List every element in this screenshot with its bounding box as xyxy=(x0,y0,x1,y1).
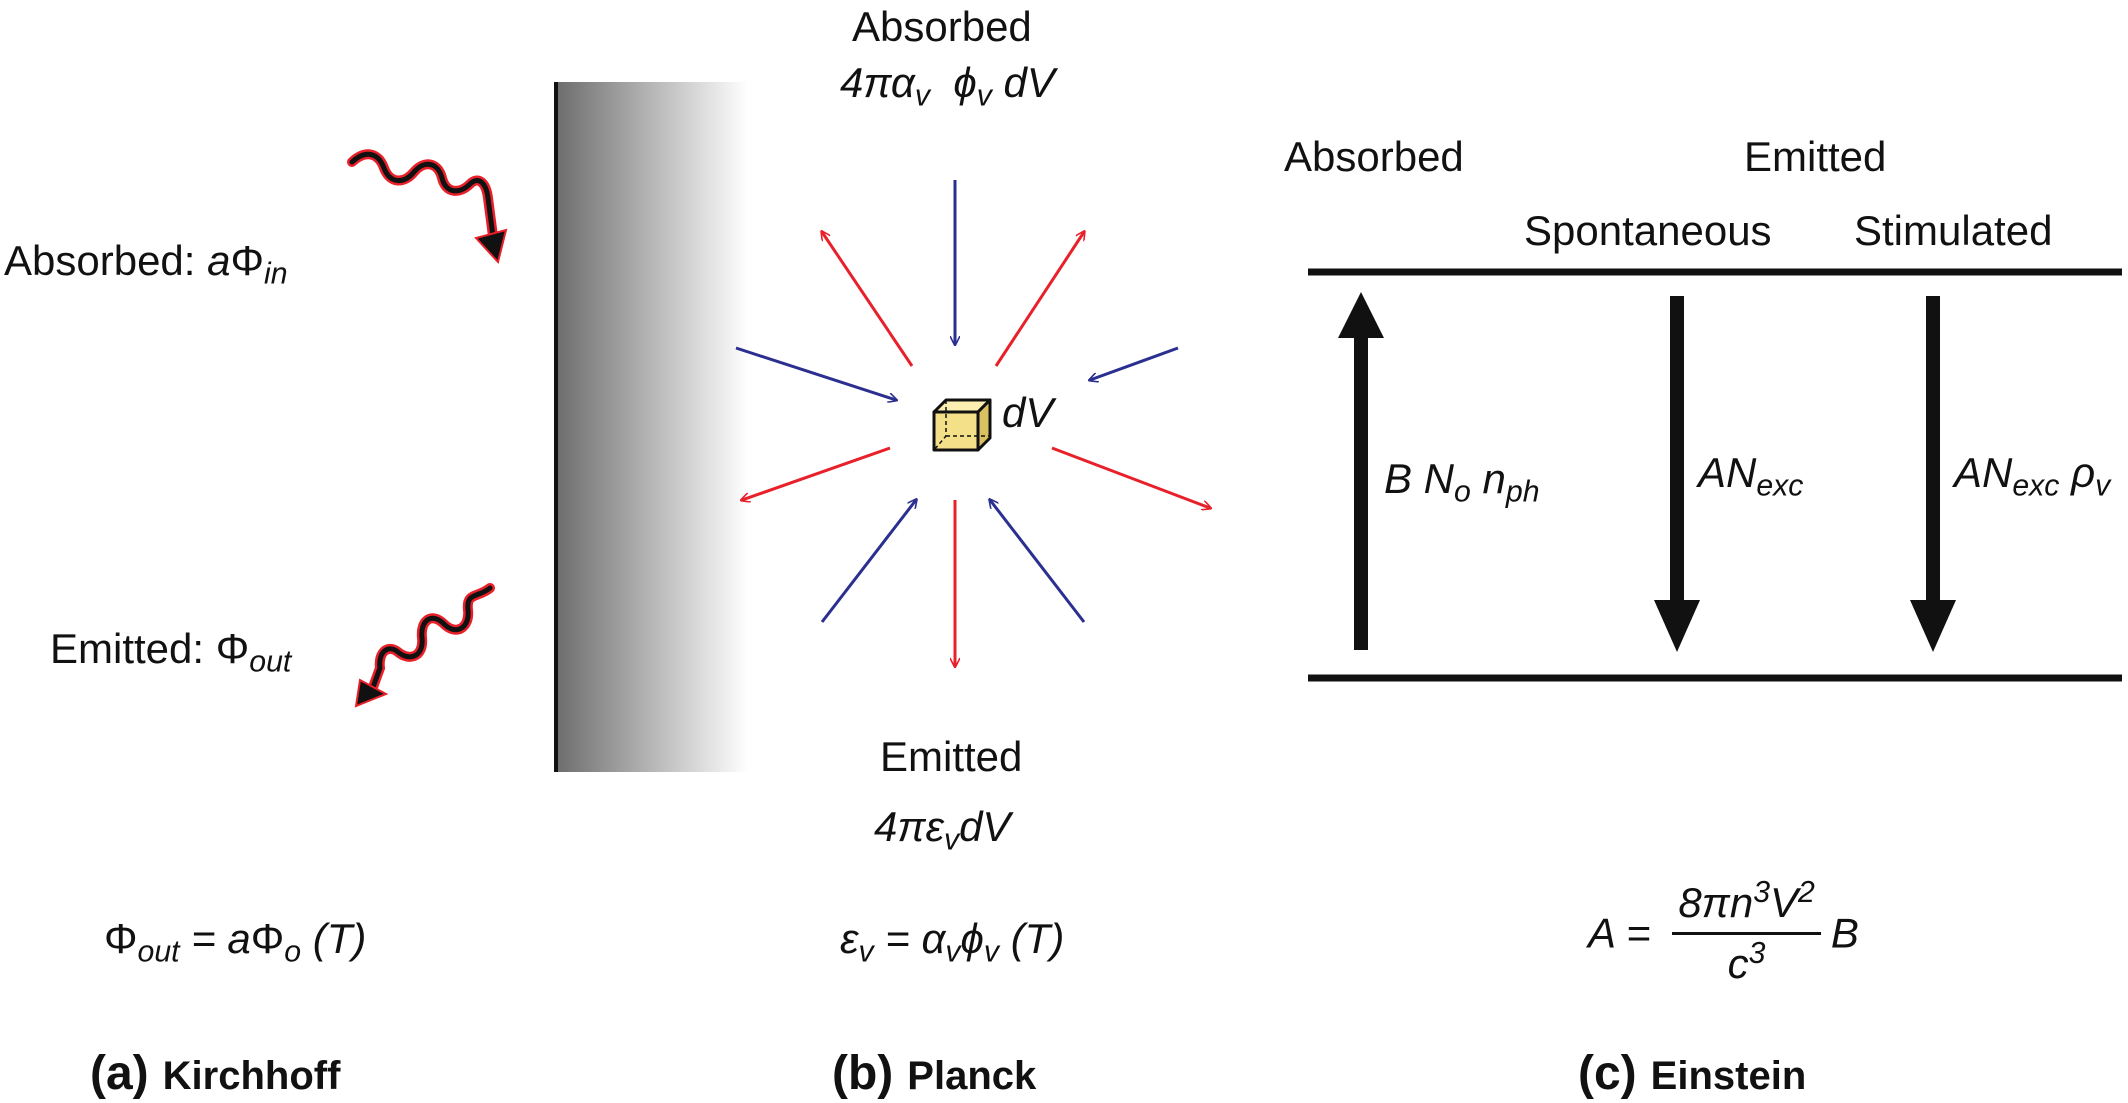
stimulated-rate-label: ANexc ρv xyxy=(1954,449,2111,503)
einstein-stimulated-label: Stimulated xyxy=(1854,207,2053,254)
einstein-caption: (c)Einstein xyxy=(1578,1047,1807,1100)
planck-equation: εv = αvϕv (T) xyxy=(840,915,1065,969)
incoming-photon-icon xyxy=(347,149,508,265)
planck-emitted-expression: 4πεvdV xyxy=(874,803,1011,857)
kirchhoff-equation: Φout = aΦo (T) xyxy=(104,915,367,969)
emitted-arrow xyxy=(742,446,891,500)
absorbed-arrow xyxy=(1090,346,1179,380)
spontaneous-rate-label: ANexc xyxy=(1698,449,1804,503)
outgoing-photon-icon xyxy=(354,583,495,708)
einstein-emitted-title: Emitted xyxy=(1744,133,1887,180)
spontaneous-emission-arrow xyxy=(1654,296,1700,652)
planck-absorbed-title: Absorbed xyxy=(852,3,1032,50)
emitted-arrow xyxy=(822,232,914,367)
absorption-arrow xyxy=(1338,292,1384,650)
planck-emitted-title: Emitted xyxy=(880,733,1023,780)
kirchhoff-absorbed-label: Absorbed: aΦin xyxy=(4,237,288,291)
volume-cube-icon xyxy=(932,398,992,452)
emitted-arrow xyxy=(1051,446,1210,508)
einstein-spontaneous-label: Spontaneous xyxy=(1524,207,1772,254)
absorbed-arrow xyxy=(735,346,896,400)
emitted-rays xyxy=(742,232,1210,666)
einstein-absorbed-title: Absorbed xyxy=(1284,133,1464,180)
absorbed-arrow xyxy=(990,500,1086,623)
stimulated-emission-arrow xyxy=(1910,296,1956,652)
planck-caption: (b)Planck xyxy=(832,1047,1037,1100)
emitted-arrow xyxy=(994,232,1084,367)
blackbody-wall xyxy=(558,82,748,772)
kirchhoff-caption: (a)Kirchhoff xyxy=(90,1047,341,1100)
absorption-rate-label: B No nph xyxy=(1384,455,1540,509)
absorbed-rays xyxy=(735,180,1179,623)
absorbed-arrow xyxy=(820,500,916,623)
planck-absorbed-expression: 4παv ϕv dV xyxy=(840,59,1055,113)
planck-volume-label: dV xyxy=(1002,389,1054,436)
kirchhoff-emitted-label: Emitted: Φout xyxy=(50,625,292,679)
